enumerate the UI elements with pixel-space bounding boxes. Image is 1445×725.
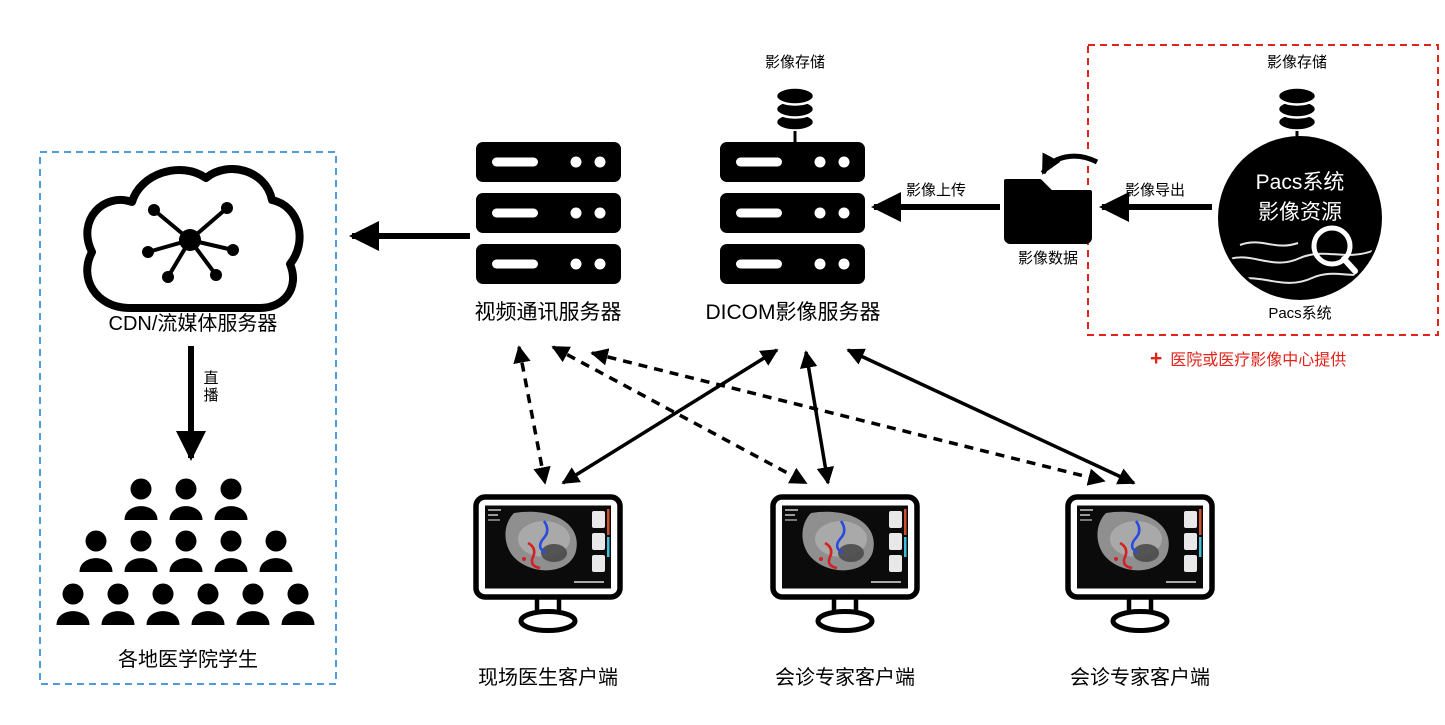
pacs-storage-db-icon <box>1276 86 1318 139</box>
network-node-icon <box>142 202 239 283</box>
video-server-label: 视频通讯服务器 <box>474 301 622 324</box>
image-export-label: 影像导出 <box>1124 182 1185 199</box>
pacs-circle-title: Pacs系统 影像资源 <box>1217 168 1383 229</box>
provider-note: + 医院或医疗影像中心提供 <box>1150 346 1445 370</box>
image-data-label: 影像数据 <box>1017 250 1078 267</box>
cdn-server-label: CDN/流媒体服务器 <box>108 313 278 335</box>
doctor-client-monitor-icon <box>476 497 620 631</box>
dicom-storage-label: 影像存储 <box>764 54 825 71</box>
expert-client-monitor-icon-2 <box>1068 497 1212 631</box>
pacs-system-circle <box>1218 136 1382 300</box>
cdn-students-group-box <box>39 151 337 685</box>
live-broadcast-label: 直播 <box>203 370 219 405</box>
pacs-storage-label: 影像存储 <box>1266 54 1327 71</box>
magnifier-icon <box>1311 225 1358 274</box>
video-server-icon <box>476 142 621 284</box>
pacs-circle-title-line2: 影像资源 <box>1258 201 1342 225</box>
video-client-links <box>513 345 1106 486</box>
expert-client-monitor-icon-1 <box>773 497 917 631</box>
pacs-circle-title-line1: Pacs系统 <box>1255 171 1345 194</box>
provider-note-text: 医院或医疗影像中心提供 <box>1170 352 1347 369</box>
plus-icon: + <box>1150 346 1163 370</box>
expert-client-label-1: 会诊专家客户端 <box>775 667 915 689</box>
doctor-client-label: 现场医生客户端 <box>478 667 618 689</box>
image-upload-label: 影像上传 <box>905 182 966 199</box>
dicom-server-label: DICOM影像服务器 <box>705 301 881 324</box>
cdn-cloud-icon <box>83 165 304 312</box>
students-group-icon <box>56 478 315 625</box>
dicom-client-links <box>561 348 1136 485</box>
dicom-server-icon <box>720 142 865 284</box>
pacs-caption: Pacs系统 <box>1268 305 1332 322</box>
dicom-storage-db-icon <box>774 86 816 142</box>
students-label: 各地医学院学生 <box>118 649 258 671</box>
image-data-folder-icon <box>1004 150 1100 244</box>
expert-client-label-2: 会诊专家客户端 <box>1070 667 1210 689</box>
